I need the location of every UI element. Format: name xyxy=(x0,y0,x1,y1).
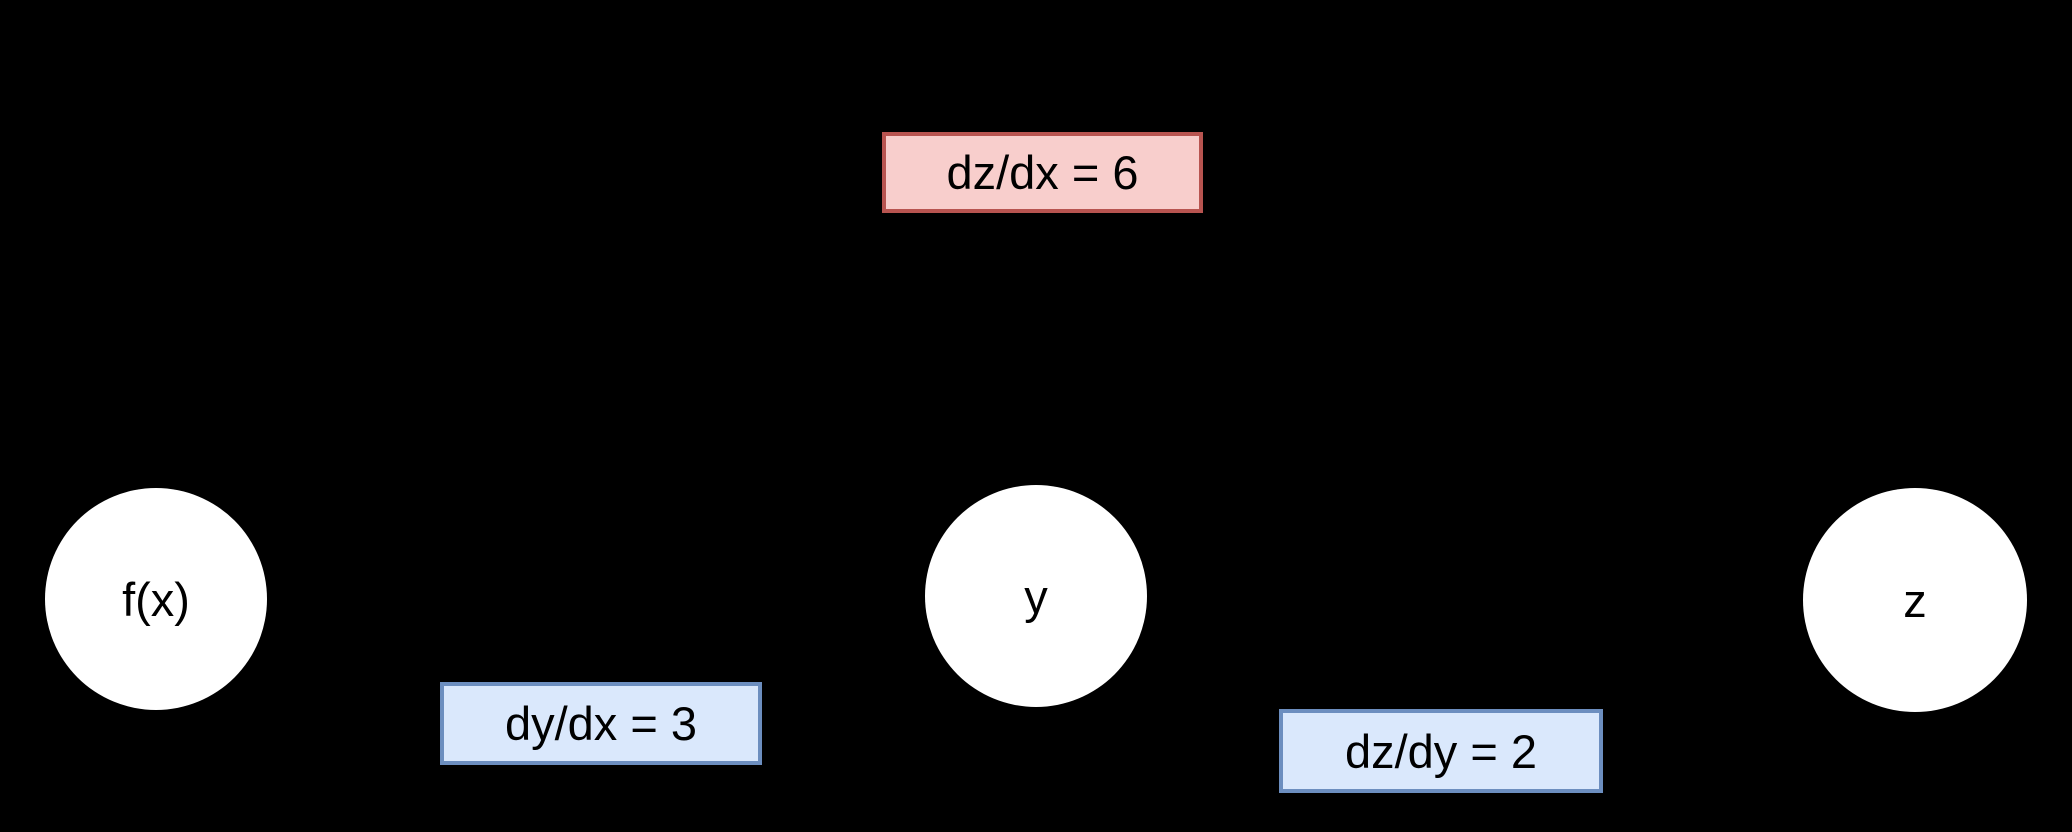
node-z: z xyxy=(1803,488,2027,712)
edge-label-dy-dx-text: dy/dx = 3 xyxy=(504,697,698,750)
node-fx-label: f(x) xyxy=(122,572,190,626)
edge-label-dz-dx-text: dz/dx = 6 xyxy=(946,146,1139,199)
node-y: y xyxy=(925,485,1147,707)
node-y-label: y xyxy=(1024,569,1048,623)
edge-label-dy-dx: dy/dx = 3 xyxy=(440,682,762,765)
edge-label-dz-dy: dz/dy = 2 xyxy=(1279,709,1603,793)
node-fx: f(x) xyxy=(45,488,267,710)
edge-label-dz-dx: dz/dx = 6 xyxy=(882,132,1203,213)
edge-label-dz-dy-text: dz/dy = 2 xyxy=(1344,724,1538,778)
node-z-label: z xyxy=(1903,573,1927,627)
